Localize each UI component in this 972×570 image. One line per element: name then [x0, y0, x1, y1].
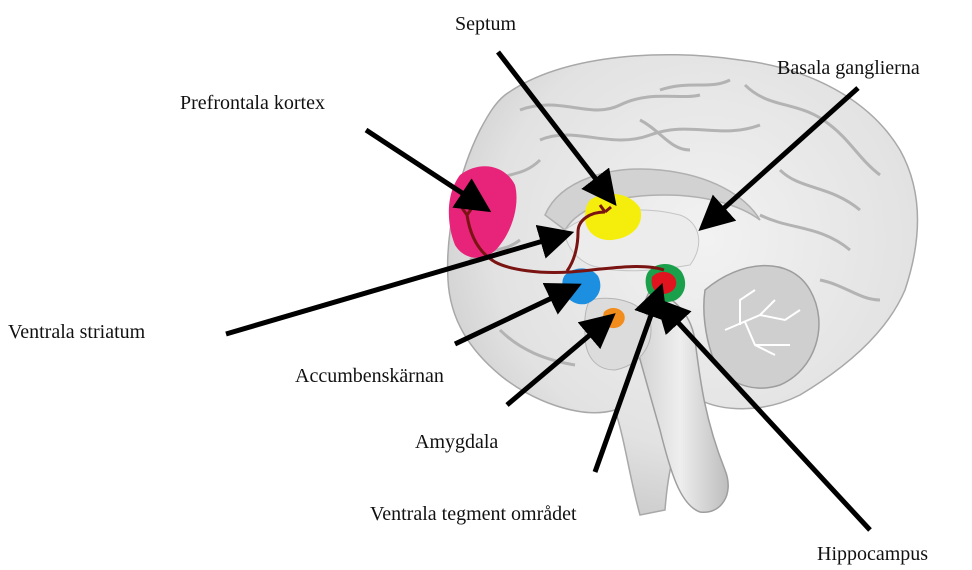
- label-amygdala: Amygdala: [415, 431, 498, 453]
- label-basala-ganglierna: Basala ganglierna: [777, 57, 920, 79]
- label-ventrala-striatum: Ventrala striatum: [8, 321, 146, 343]
- label-accumbenskarnan: Accumbenskärnan: [295, 365, 444, 387]
- label-septum: Septum: [455, 13, 517, 35]
- label-hippocampus: Hippocampus: [817, 543, 928, 565]
- label-ventrala-tegment-omradet: Ventrala tegment området: [370, 503, 577, 525]
- label-prefrontala-kortex: Prefrontala kortex: [180, 92, 325, 114]
